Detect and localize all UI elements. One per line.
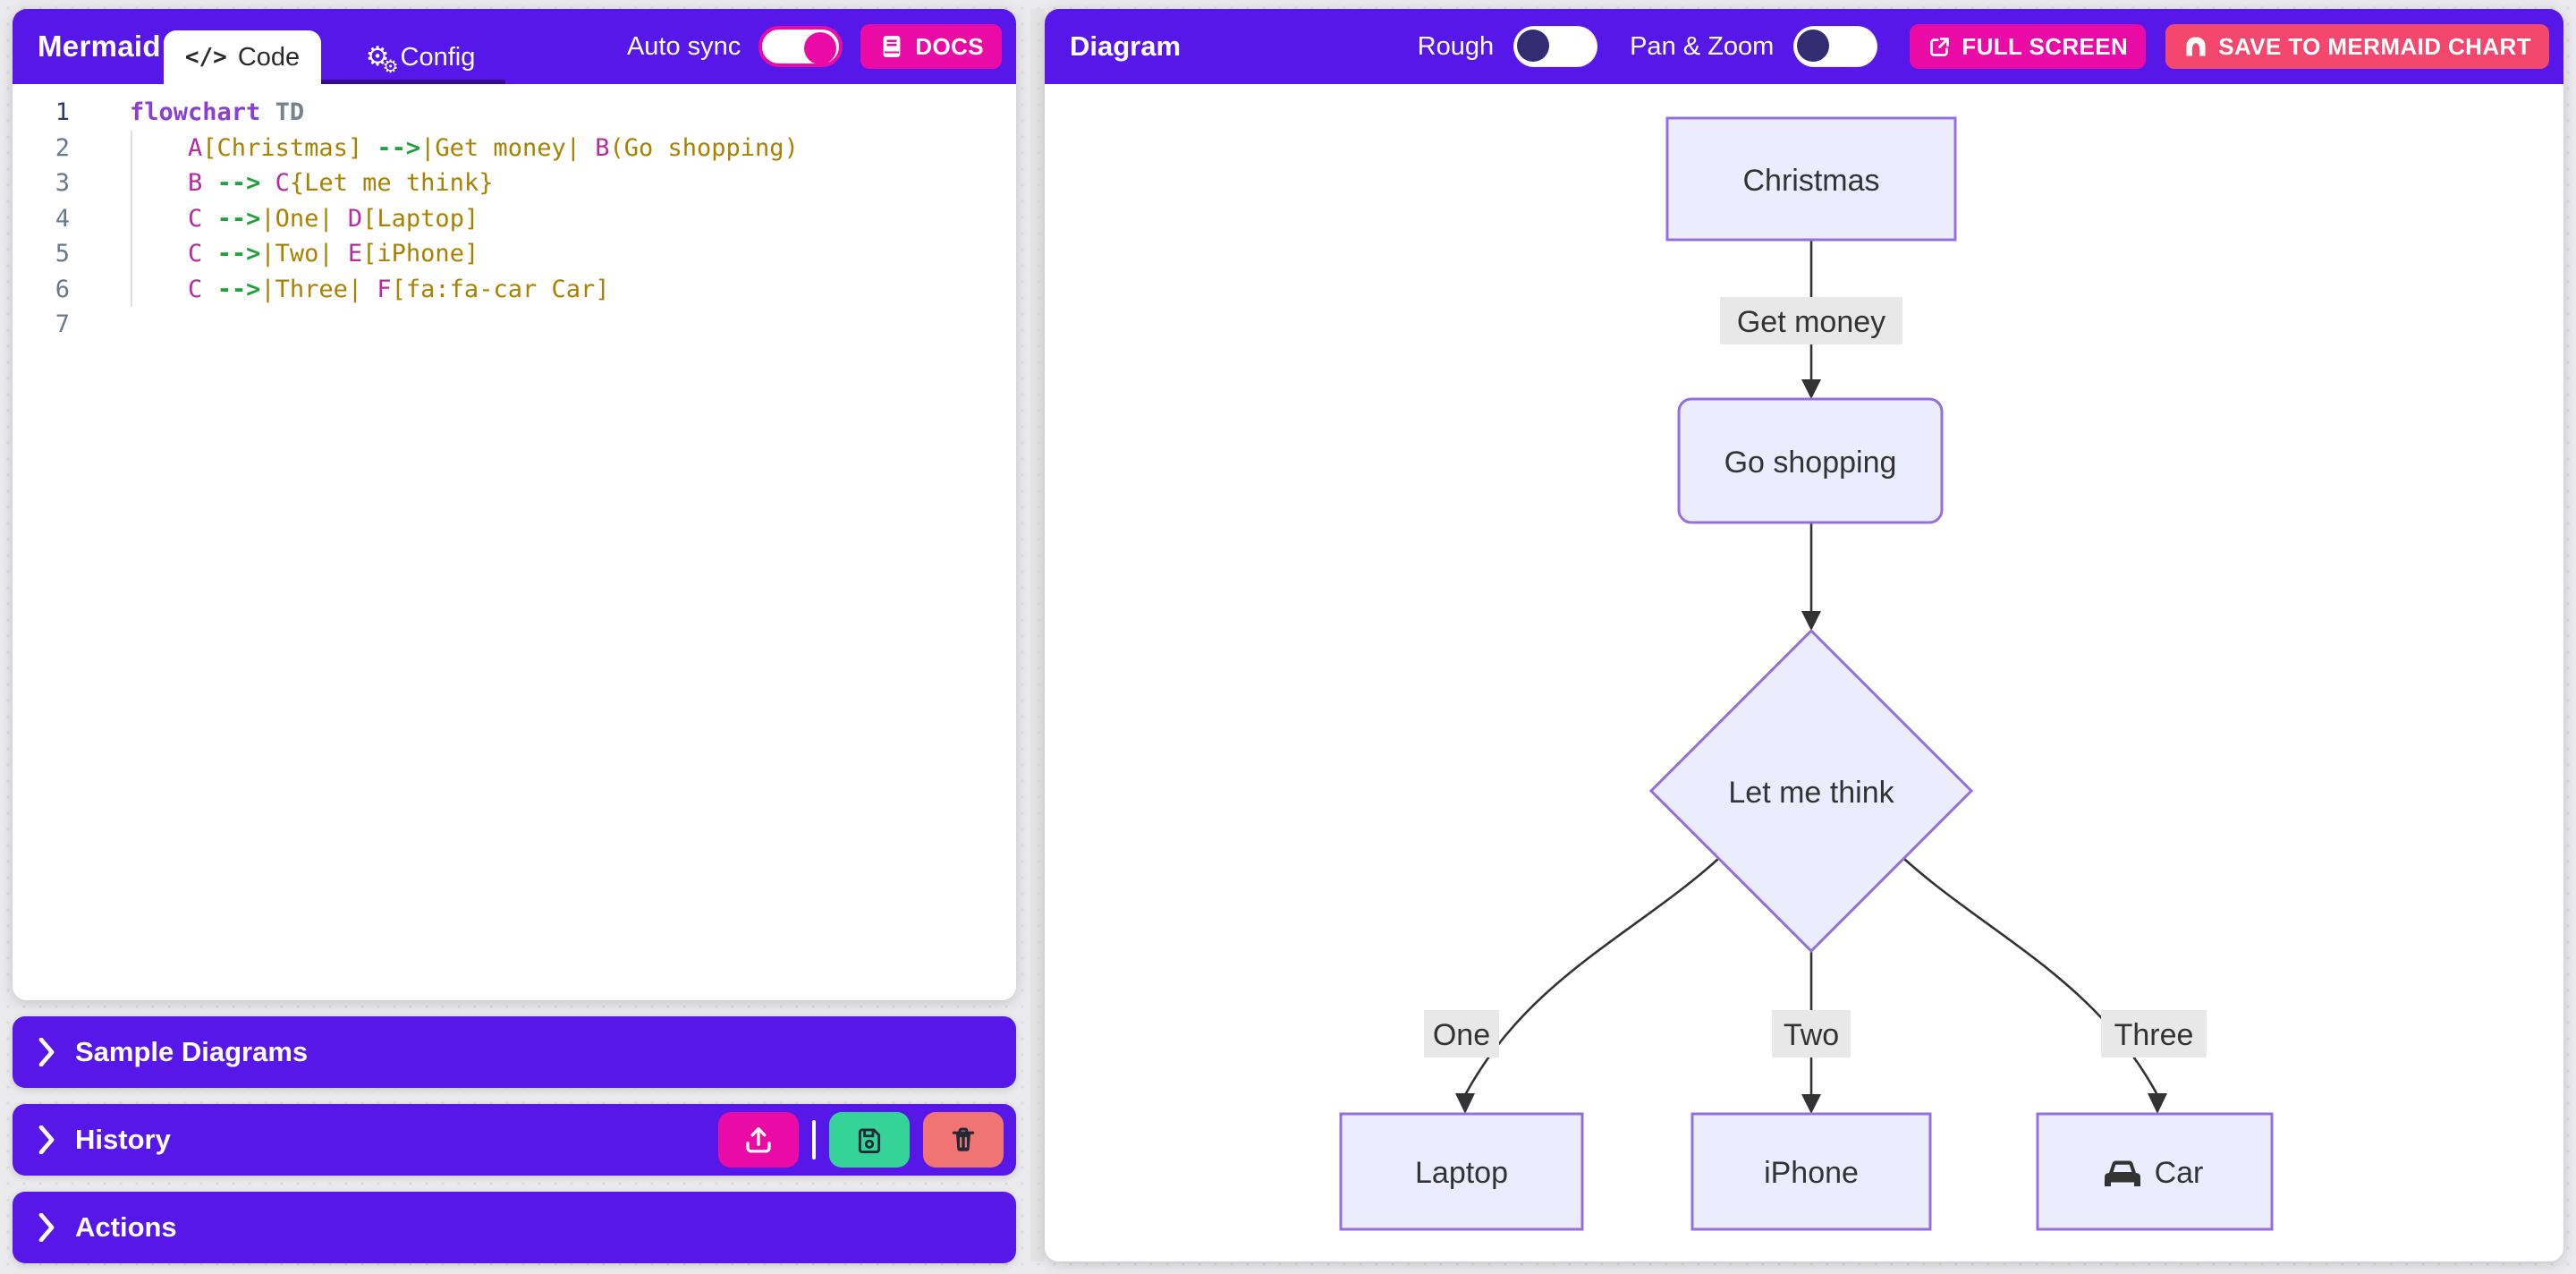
edge-think-laptop: [1463, 858, 1719, 1096]
pan-zoom-label: Pan & Zoom: [1630, 31, 1775, 61]
auto-sync-toggle[interactable]: [758, 26, 843, 67]
edge-label-bg: [1772, 1010, 1851, 1057]
actions-label: Actions: [75, 1211, 177, 1243]
node-car-label: Car: [2155, 1156, 2204, 1190]
gears-icon: ⚙⚙: [365, 42, 399, 77]
sample-diagrams-label: Sample Diagrams: [75, 1036, 309, 1067]
diagram-title: Diagram: [1070, 30, 1182, 62]
tab-config[interactable]: ⚙⚙ Config: [336, 30, 504, 84]
rough-label: Rough: [1417, 31, 1495, 61]
book-icon: [883, 36, 901, 57]
upload-history-button[interactable]: [718, 1112, 799, 1168]
full-screen-button[interactable]: FULL SCREEN: [1910, 24, 2147, 69]
line-number-gutter: 1 2 3 4 5 6 7: [55, 98, 70, 338]
node-christmas: [1665, 116, 1957, 242]
car-icon: [2105, 1160, 2140, 1186]
edge-think-car: [1903, 858, 2159, 1096]
edge-label-two: Two: [1784, 1018, 1839, 1052]
code-line: A[Christmas] -->|Get money| B(Go shoppin…: [188, 133, 799, 162]
floppy-disk-icon: [858, 1128, 881, 1154]
save-to-mermaid-chart-label: SAVE TO MERMAID CHART: [2218, 32, 2531, 60]
node-iphone: [1690, 1112, 1932, 1231]
diagram-canvas: Get money One Two Three Christmas Go sho…: [1045, 84, 2563, 1261]
tab-code[interactable]: </> Code: [164, 30, 321, 84]
editor-header: Mermaid </> Code ⚙⚙ Config Auto sync DOC…: [13, 9, 1016, 84]
node-let-me-think-label: Let me think: [1728, 776, 1894, 810]
node-christmas-label: Christmas: [1742, 164, 1879, 198]
node-car: [2036, 1112, 2274, 1231]
sample-diagrams-section[interactable]: Sample Diagrams: [13, 1016, 1016, 1088]
node-go-shopping-label: Go shopping: [1724, 446, 1897, 480]
clear-history-button[interactable]: [923, 1112, 1004, 1168]
code-line: flowchart TD: [130, 98, 305, 126]
edge-label-bg: [2101, 1010, 2207, 1057]
toggle-knob: [1797, 30, 1830, 62]
tab-config-label: Config: [400, 42, 476, 72]
node-iphone-label: iPhone: [1764, 1156, 1859, 1190]
node-laptop-label: Laptop: [1415, 1156, 1508, 1190]
indent-guide: [131, 131, 132, 307]
code-line: [130, 307, 1009, 343]
pan-zoom-toggle[interactable]: [1793, 26, 1878, 67]
arrowhead: [1801, 611, 1821, 631]
code-line: C -->|Three| F[fa:fa-car Car]: [188, 275, 610, 303]
app-logo: Mermaid: [38, 30, 161, 63]
rough-toggle[interactable]: [1513, 26, 1598, 67]
chevron-right-icon: [38, 1038, 55, 1066]
code-line: C -->|One| D[Laptop]: [188, 204, 479, 233]
panel-resizer[interactable]: [1030, 9, 1045, 1261]
history-section[interactable]: History: [13, 1104, 1016, 1176]
arrowhead: [1801, 379, 1821, 399]
code-line: B --> C{Let me think}: [188, 169, 494, 197]
tab-code-label: Code: [237, 42, 301, 72]
mermaid-chart-logo-icon: [2186, 37, 2206, 56]
node-go-shopping: [1677, 397, 1944, 524]
diagram-header: Diagram Rough Pan & Zoom FULL SCREEN SAV…: [1045, 9, 2563, 84]
toggle-knob: [1517, 30, 1550, 62]
node-let-me-think: [1648, 628, 1974, 954]
arrowhead: [1455, 1093, 1475, 1114]
arrowhead: [2148, 1093, 2167, 1114]
save-history-button[interactable]: [829, 1112, 910, 1168]
tab-strip-underline: [164, 80, 505, 84]
editor-panel: Mermaid </> Code ⚙⚙ Config Auto sync DOC…: [13, 9, 1016, 1000]
edge-label-one: One: [1433, 1018, 1490, 1052]
save-to-mermaid-chart-button[interactable]: SAVE TO MERMAID CHART: [2165, 24, 2549, 69]
flowchart-svg: Get money One Two Three Christmas Go sho…: [1339, 116, 2274, 1231]
chevron-right-icon: [38, 1213, 55, 1242]
docs-button[interactable]: DOCS: [860, 24, 1002, 69]
history-label: History: [75, 1124, 171, 1155]
edge-label-get-money: Get money: [1737, 305, 1885, 339]
edge-label-bg: [1720, 297, 1902, 344]
code-line: C -->|Two| E[iPhone]: [188, 240, 479, 268]
docs-button-label: DOCS: [915, 32, 984, 60]
toggle-knob: [804, 32, 837, 64]
code-slash-icon: </>: [184, 44, 227, 71]
code-lines: flowchart TD A[Christmas] -->|Get money|…: [130, 95, 1009, 343]
node-laptop: [1339, 1112, 1584, 1231]
trash-icon: [952, 1127, 975, 1151]
code-editor[interactable]: 1 2 3 4 5 6 7 flowchart TD A[Christmas] …: [13, 84, 1016, 1000]
edge-label-bg: [1424, 1010, 1499, 1057]
history-buttons-divider: [812, 1120, 816, 1159]
upload-icon: [746, 1127, 771, 1153]
arrowhead: [1801, 1094, 1821, 1114]
auto-sync-label: Auto sync: [626, 31, 741, 61]
full-screen-label: FULL SCREEN: [1962, 32, 2129, 60]
actions-section[interactable]: Actions: [13, 1192, 1016, 1263]
edge-label-three: Three: [2114, 1018, 2194, 1052]
external-link-icon: [1930, 37, 1950, 56]
diagram-panel: Diagram Rough Pan & Zoom FULL SCREEN SAV…: [1045, 9, 2563, 1261]
chevron-right-icon: [38, 1125, 55, 1154]
